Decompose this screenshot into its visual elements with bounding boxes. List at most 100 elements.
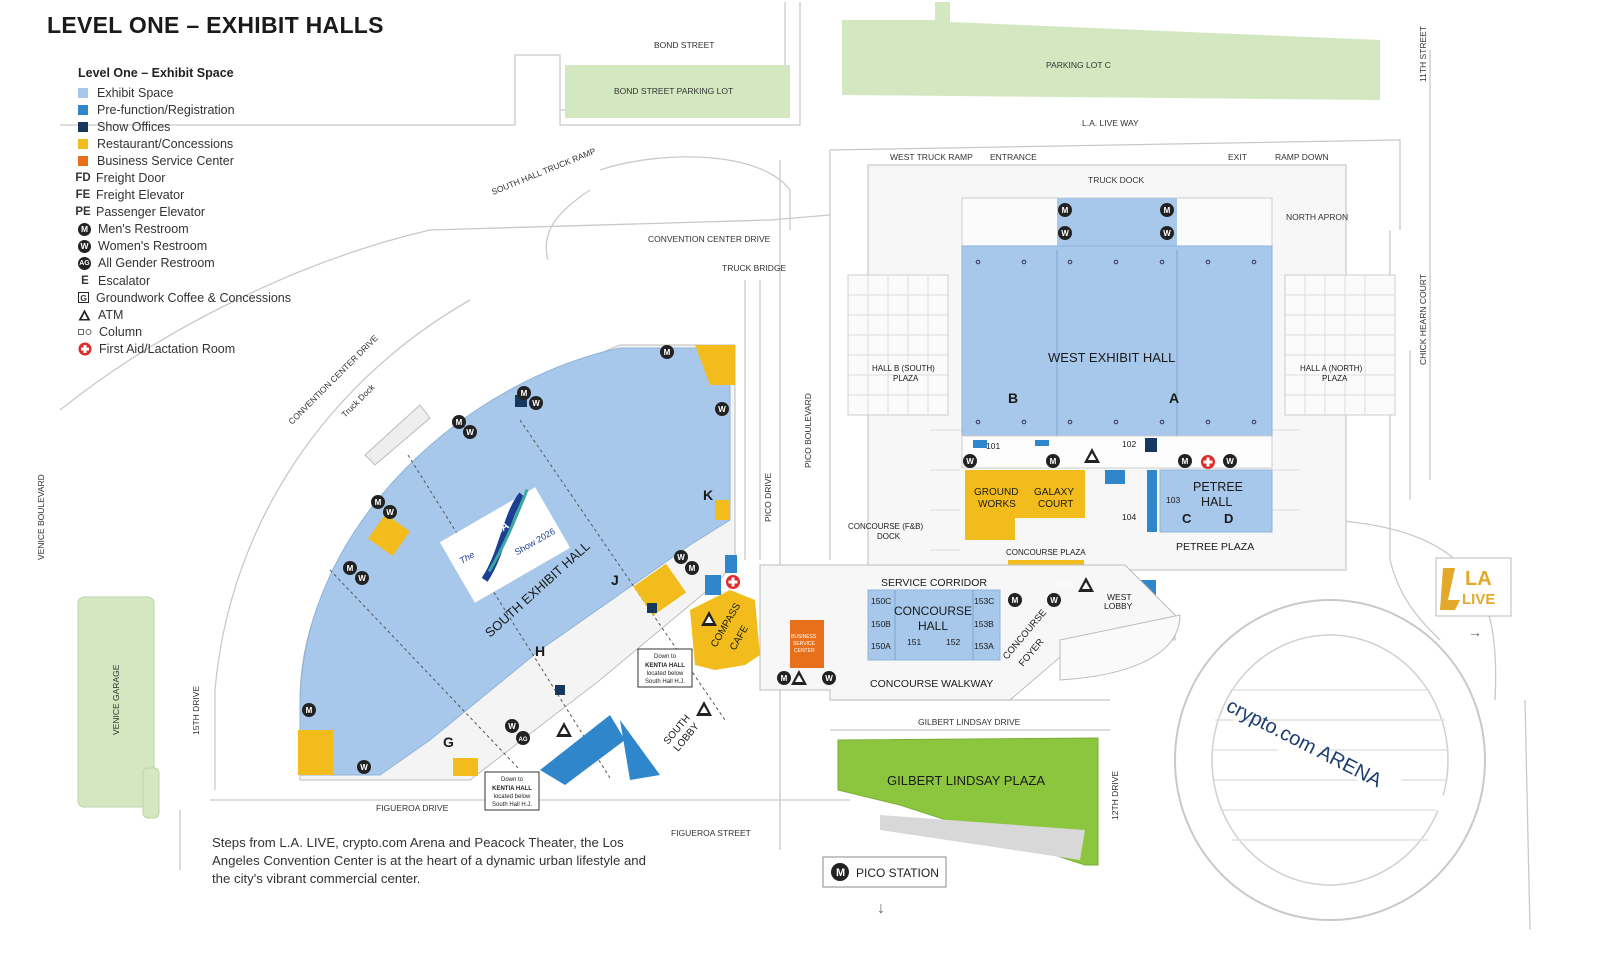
label-galaxy-1: GALAXY xyxy=(1034,487,1074,498)
legend-label: Exhibit Space xyxy=(97,85,174,100)
label-venice-garage: VENICE GARAGE xyxy=(111,664,121,735)
label-groundworks-1: GROUND xyxy=(974,487,1018,498)
column-marker xyxy=(1205,419,1211,425)
venice-garage xyxy=(77,596,155,808)
escalator-symbol: E xyxy=(81,274,89,287)
label-room-152: 152 xyxy=(946,637,960,647)
restroom-glyph: M xyxy=(1012,596,1019,605)
column-marker xyxy=(1159,259,1165,265)
womens-restroom-icon xyxy=(357,760,371,774)
label-convention-center-drive: CONVENTION CENTER DRIVE xyxy=(648,234,771,244)
mens-restroom-icon xyxy=(517,386,531,400)
mens-restroom-icon xyxy=(685,561,699,575)
kentia1-line1: Down to xyxy=(654,654,677,660)
mens-restroom-icon xyxy=(302,703,316,717)
restroom-glyph: W xyxy=(1163,229,1171,238)
label-gilbert-lindsay-drive: GILBERT LINDSAY DRIVE xyxy=(918,717,1021,727)
label-concourse-plaza: CONCOURSE PLAZA xyxy=(1006,548,1086,557)
legend-label: First Aid/Lactation Room xyxy=(99,341,236,356)
legend-label: Pre-function/Registration xyxy=(97,102,235,117)
kentia-callout-2: Down to KENTIA HALL located below South … xyxy=(484,771,540,811)
nama-show-logo: The NAMA Show 2026 xyxy=(439,487,571,603)
label-pico-boulevard: PICO BOULEVARD xyxy=(803,393,813,468)
womens-restroom-icon xyxy=(1058,226,1072,240)
womens-restroom-icon xyxy=(463,425,477,439)
label-petree-d: D xyxy=(1224,511,1233,526)
restroom-glyph: W xyxy=(1050,596,1058,605)
restroom-glyph: M xyxy=(456,418,463,427)
womens-restroom-icon xyxy=(1160,226,1174,240)
label-petree-c: C xyxy=(1182,511,1192,526)
column-marker xyxy=(1251,259,1257,265)
restroom-glyph: M xyxy=(347,564,354,573)
label-hall-a-plaza-2: PLAZA xyxy=(1322,374,1348,383)
label-west-lobby-2: LOBBY xyxy=(1104,601,1133,611)
womens-restroom-icon xyxy=(674,550,688,564)
label-concourse-dock-2: DOCK xyxy=(877,532,901,541)
exhibit-space-swatch xyxy=(78,87,88,98)
womens-restroom-icon xyxy=(355,571,369,585)
label-room-150c: 150C xyxy=(871,596,891,606)
label-gilbert-lindsay-plaza: GILBERT LINDSAY PLAZA xyxy=(887,773,1045,788)
legend-label: Escalator xyxy=(98,273,151,288)
restroom-glyph: W xyxy=(1226,457,1234,466)
la-live-text-la: LA xyxy=(1465,568,1492,590)
all-gender-restroom-icon: AG xyxy=(78,256,91,270)
restroom-glyph: W xyxy=(1061,229,1069,238)
label-room-153b: 153B xyxy=(974,619,994,629)
label-11th-street: 11TH STREET xyxy=(1418,26,1428,82)
column-marker xyxy=(1251,419,1257,425)
label-south-hall-truck-ramp: SOUTH HALL TRUCK RAMP xyxy=(490,146,597,197)
label-hall-g: G xyxy=(443,734,454,750)
column-marker xyxy=(1021,419,1027,425)
restroom-glyph: W xyxy=(718,405,726,414)
legend-label: Women's Restroom xyxy=(98,239,208,254)
label-15th-drive: 15TH DRIVE xyxy=(191,686,201,735)
restroom-glyph: W xyxy=(966,457,974,466)
mens-restroom-icon xyxy=(1178,454,1192,468)
restroom-glyph: W xyxy=(466,428,474,437)
column-marker xyxy=(975,419,981,425)
restroom-glyph: M xyxy=(306,706,313,715)
kentia1-line2: KENTIA HALL xyxy=(645,663,685,669)
label-petree-1: PETREE xyxy=(1193,480,1243,494)
svg-text:M: M xyxy=(836,867,845,879)
restroom-glyph: M xyxy=(1050,457,1057,466)
mens-restroom-icon xyxy=(343,561,357,575)
label-entrance: ENTRANCE xyxy=(990,152,1037,162)
atm-icon xyxy=(78,309,91,321)
womens-restroom-icon xyxy=(1223,454,1237,468)
label-room-153c: 153C xyxy=(974,596,994,606)
parking-lot-c xyxy=(842,2,1380,100)
mens-restroom-icon xyxy=(1160,203,1174,217)
restroom-glyph: AG xyxy=(519,737,528,743)
label-room-153a: 153A xyxy=(974,641,994,651)
mens-restroom-icon xyxy=(777,671,791,685)
concourse-complex xyxy=(759,564,1181,701)
label-petree-2: HALL xyxy=(1201,495,1232,509)
label-hall-h: H xyxy=(535,643,545,659)
label-pico-drive: PICO DRIVE xyxy=(763,473,773,522)
mens-restroom-icon xyxy=(1008,593,1022,607)
column-marker xyxy=(1159,419,1165,425)
legend-label: Freight Elevator xyxy=(96,188,185,203)
column-marker xyxy=(1067,419,1073,425)
label-12th-drive: 12TH DRIVE xyxy=(1110,771,1120,820)
label-room-104: 104 xyxy=(1122,512,1136,522)
label-room-151: 151 xyxy=(907,637,921,647)
la-live-text-live: LIVE xyxy=(1462,591,1495,608)
kentia2-line2: KENTIA HALL xyxy=(492,786,532,792)
column-marker xyxy=(1113,259,1119,265)
mens-restroom-icon xyxy=(660,345,674,359)
label-figueroa-drive: FIGUEROA DRIVE xyxy=(376,803,449,813)
label-chick-hearn-court: CHICK HEARN COURT xyxy=(1418,274,1428,365)
label-venice-boulevard: VENICE BOULEVARD xyxy=(36,474,46,560)
legend-item-business-center: Business Service Center xyxy=(78,152,338,169)
